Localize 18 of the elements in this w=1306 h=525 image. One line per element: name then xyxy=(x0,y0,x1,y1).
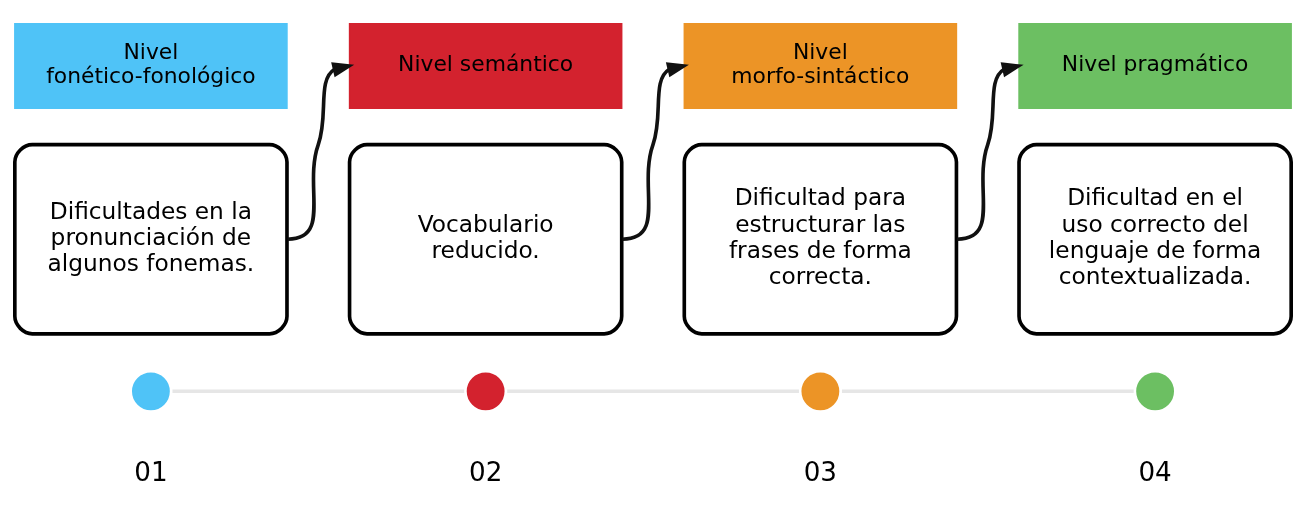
node-box: Nivel semántico xyxy=(348,23,623,109)
arrow xyxy=(956,62,1024,241)
node-box: Nivel pragmático xyxy=(1018,23,1292,109)
node-box: Nivel morfo-sintáctico xyxy=(683,23,958,109)
connector xyxy=(841,389,1134,394)
label: 02 xyxy=(468,457,503,488)
arrow xyxy=(287,62,355,241)
label: 03 xyxy=(803,457,838,488)
label: 04 xyxy=(1138,457,1172,488)
node-box: Nivel fonético-fonológico xyxy=(14,23,288,109)
node-box: Dificultad para estructurar las frases de forma correcta. xyxy=(682,142,959,336)
arrow xyxy=(622,62,689,241)
node-box: Vocabulario reducido. xyxy=(347,142,624,336)
connector xyxy=(507,389,799,394)
node-box: Dificultades en la pronunciación de algunos fonemas. xyxy=(13,142,289,336)
node-box: Dificultad en el uso correcto del lenguaje de forma contextualizada. xyxy=(1017,142,1293,336)
label: 01 xyxy=(134,457,168,488)
connector xyxy=(172,389,465,394)
